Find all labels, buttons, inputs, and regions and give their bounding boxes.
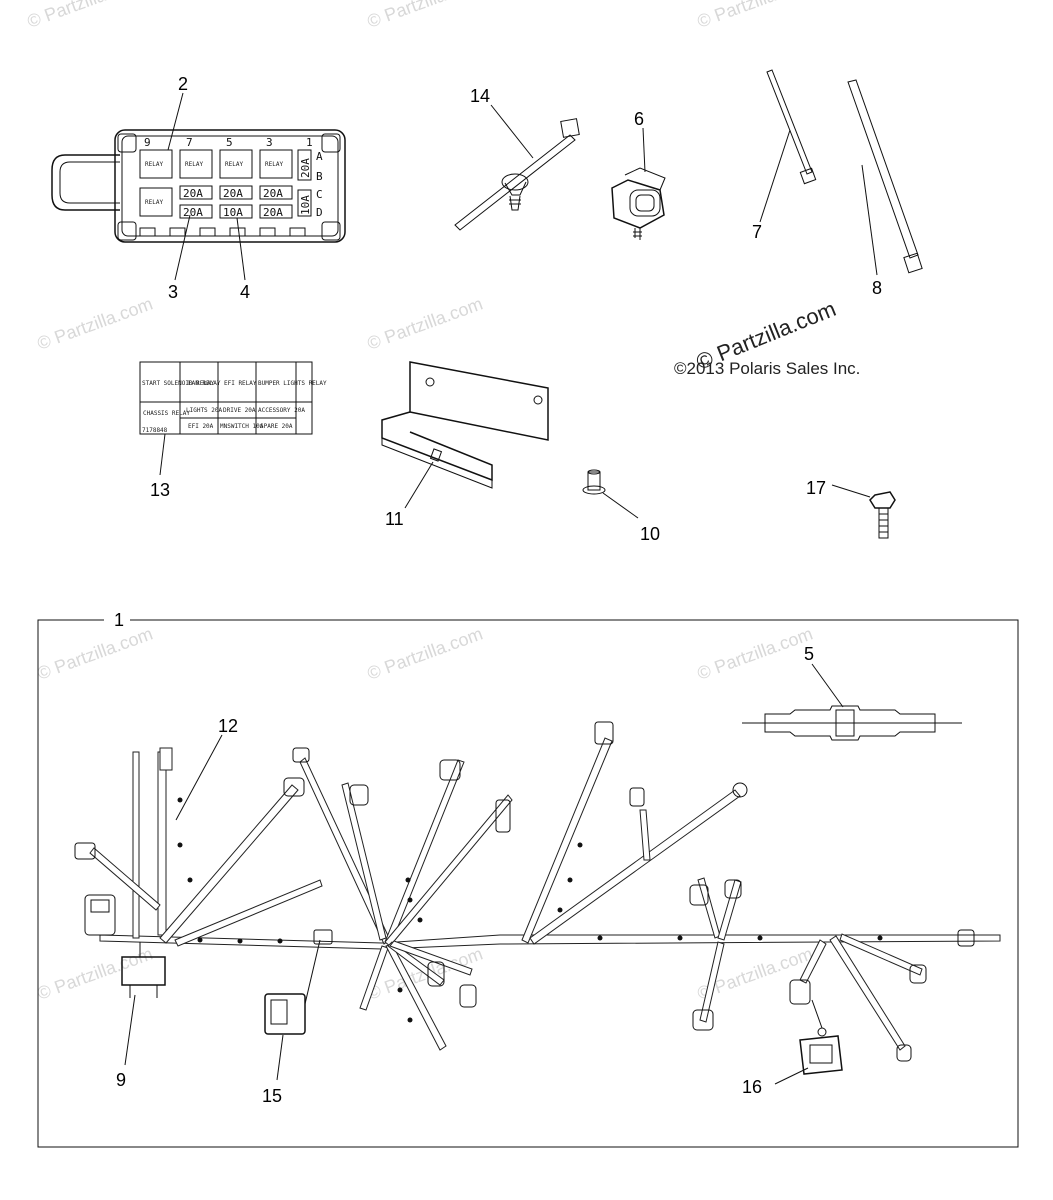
relay-label: RELAY bbox=[145, 161, 163, 168]
watermark: © Partzilla.com bbox=[35, 293, 156, 353]
fuse-box: 9 7 5 3 1 RELAY RELAY RELAY RELAY RELAY … bbox=[51, 92, 346, 281]
watermark: © Partzilla.com bbox=[25, 0, 146, 32]
callout-16: 16 bbox=[742, 1077, 762, 1097]
relay-label: RELAY bbox=[225, 161, 243, 168]
callout-7: 7 bbox=[752, 222, 762, 242]
callout-10: 10 bbox=[640, 524, 660, 544]
inline-fuse-holder bbox=[742, 663, 962, 741]
watermark: © Partzilla.com bbox=[365, 623, 486, 683]
decal-cell: CHASSIS RELAY bbox=[143, 410, 190, 417]
decal-cell: DRIVE 20A bbox=[223, 407, 256, 414]
copyright-notice: ©2013 Polaris Sales Inc. bbox=[674, 359, 860, 378]
callout-17: 17 bbox=[806, 478, 826, 498]
relay-label: RELAY bbox=[185, 161, 203, 168]
callout-5: 5 bbox=[804, 644, 814, 664]
tie-strap-with-clip bbox=[454, 104, 580, 231]
fuse-box-row-letter: C bbox=[316, 188, 323, 201]
decal-cell: ACCESSORY 20A bbox=[258, 407, 305, 414]
callout-4: 4 bbox=[240, 282, 250, 302]
callout-13: 13 bbox=[150, 480, 170, 500]
decal-cell: EFI 20A bbox=[188, 423, 214, 430]
fuse-box-top-number: 1 bbox=[306, 136, 313, 149]
watermark: © Partzilla.com bbox=[35, 623, 156, 683]
decal-cell: START SOLENOID RELAY bbox=[142, 380, 215, 387]
watermark: © Partzilla.com bbox=[35, 943, 156, 1003]
long-tie-strap bbox=[847, 79, 923, 276]
mounting-bracket bbox=[381, 361, 549, 509]
fuse-rating: 20A bbox=[223, 187, 243, 200]
fuse-box-top-number: 3 bbox=[266, 136, 273, 149]
bolt bbox=[831, 484, 896, 539]
decal-cell: BUMPER LIGHTS RELAY bbox=[258, 380, 327, 387]
side-fuse-rating: 10A bbox=[299, 195, 312, 215]
watermark: © Partzilla.com bbox=[695, 623, 816, 683]
decal-cell: FAN RELAY bbox=[188, 380, 221, 387]
fuse-box-top-number: 7 bbox=[186, 136, 193, 149]
side-fuse-rating: 20A bbox=[299, 158, 312, 178]
decal-part-number: 7178848 bbox=[142, 427, 168, 434]
callout-11: 11 bbox=[385, 509, 404, 529]
watermark-layer: © Partzilla.com © Partzilla.com © Partzi… bbox=[25, 0, 816, 1004]
decal-cell: LIGHTS 20A bbox=[186, 407, 223, 414]
callout-14: 14 bbox=[470, 86, 490, 106]
fuse-box-row-letter: A bbox=[316, 150, 323, 163]
watermark: © Partzilla.com bbox=[365, 293, 486, 353]
fuse-box-top-number: 5 bbox=[226, 136, 233, 149]
wire-harness bbox=[74, 721, 1001, 1085]
decal-cell: SPARE 20A bbox=[260, 423, 293, 430]
decal-cell: EFI RELAY bbox=[224, 380, 257, 387]
callout-12: 12 bbox=[218, 716, 238, 736]
callout-3: 3 bbox=[168, 282, 178, 302]
callout-15: 15 bbox=[262, 1086, 282, 1106]
decal-cell: MNSWITCH 10A bbox=[220, 423, 264, 430]
watermark: © Partzilla.com bbox=[695, 0, 816, 32]
fuse-box-row-letter: D bbox=[316, 206, 323, 219]
connector-clip bbox=[611, 127, 666, 240]
callout-1: 1 bbox=[114, 610, 124, 630]
small-tie-strap bbox=[759, 69, 817, 223]
watermark: © Partzilla.com bbox=[365, 0, 486, 32]
relay-label: RELAY bbox=[265, 161, 283, 168]
callout-8: 8 bbox=[872, 278, 882, 298]
fuse-rating: 20A bbox=[263, 187, 283, 200]
harness-frame bbox=[37, 619, 1019, 1148]
fuse-rating: 20A bbox=[183, 206, 203, 219]
callout-6: 6 bbox=[634, 109, 644, 129]
fuse-decal: START SOLENOID RELAY FAN RELAY EFI RELAY… bbox=[139, 361, 327, 476]
callout-2: 2 bbox=[178, 74, 188, 94]
fuse-box-row-letter: B bbox=[316, 170, 323, 183]
fuse-box-top-number: 9 bbox=[144, 136, 151, 149]
fuse-rating: 10A bbox=[223, 206, 243, 219]
callout-9: 9 bbox=[116, 1070, 126, 1090]
push-rivet bbox=[582, 469, 639, 519]
fuse-rating: 20A bbox=[263, 206, 283, 219]
relay-label: RELAY bbox=[145, 199, 163, 206]
fuse-rating: 20A bbox=[183, 187, 203, 200]
